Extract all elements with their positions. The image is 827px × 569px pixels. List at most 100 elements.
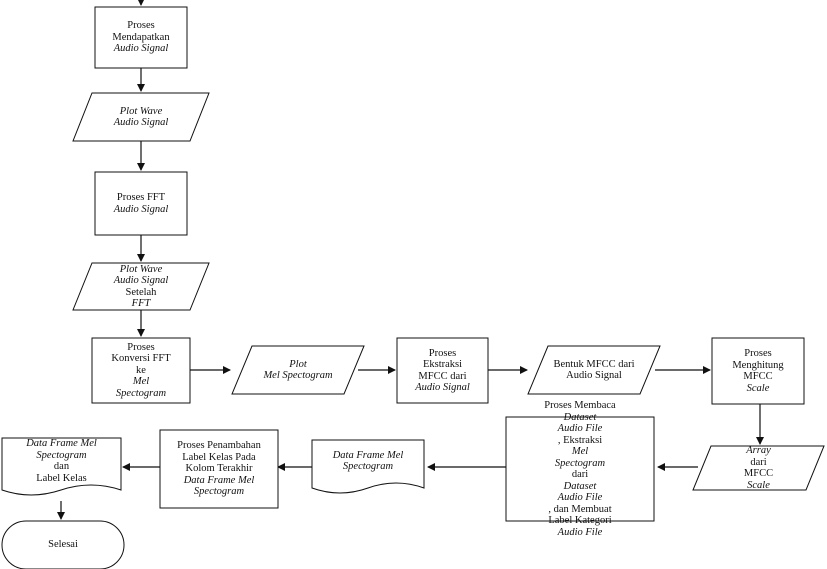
io-parallelogram-4 — [72, 262, 210, 311]
n8-line1: Bentuk MFCC dari — [553, 358, 635, 370]
n6-line2: Mel Spectogram — [263, 370, 333, 381]
document-data-frame-mel: Data Frame Mel Spectogram — [312, 440, 424, 482]
n5-line2: Konversi FFT — [111, 353, 171, 365]
process-extract-mfcc: Proses Ekstraksi MFCC dari Audio Signal — [397, 338, 488, 403]
document-shape-14 — [1, 437, 122, 496]
n11-line5a: Label Kategori — [548, 515, 612, 526]
n13-line4: Data Frame Mel — [183, 474, 255, 486]
process-box-5 — [91, 337, 191, 404]
n4-line1: Plot Wave — [119, 263, 163, 275]
n10-line1a: Array — [746, 445, 771, 456]
n2-line2: Audio Signal — [113, 117, 169, 128]
n1-line1: Proses — [127, 20, 155, 32]
n7-line1: Proses — [428, 347, 457, 359]
process-box-11 — [505, 416, 655, 522]
n11-line1b: Dataset — [563, 411, 597, 423]
terminator-selesai: Selesai — [2, 521, 124, 569]
process-read-dataset: Proses Membaca Dataset Audio File, Ekstr… — [506, 400, 654, 538]
n5-line3b: Mel — [132, 376, 150, 388]
n1-line2: Mendapatkan — [112, 31, 170, 43]
n10-line2a: MFCC — [743, 468, 774, 479]
n9-line3: MFCC Scale — [732, 371, 783, 394]
n14-line1: Data Frame Mel — [26, 438, 97, 449]
n7-line2: Ekstraksi — [422, 359, 463, 370]
n4-line2: Audio Signal — [113, 275, 169, 286]
n9-line3a: MFCC — [743, 371, 773, 382]
n3-line2: Audio Signal — [113, 203, 169, 215]
io-parallelogram-8 — [527, 345, 661, 395]
n11-line5: Label Kategori Audio File — [544, 515, 615, 538]
n12-line2: Spectogram — [342, 461, 394, 472]
io-parallelogram-10 — [692, 445, 825, 491]
process-convert-fft-to-mel: Proses Konversi FFT ke Mel Spectogram — [92, 338, 190, 403]
n5-line4: Spectogram — [115, 387, 167, 399]
n13-line5: Spectogram — [193, 486, 245, 498]
io-array-mfcc-scale: Array dari MFCC Scale — [702, 445, 815, 491]
n9-line1: Proses — [744, 348, 772, 359]
process-box-7 — [396, 337, 489, 404]
n11-line2a: Audio File — [557, 423, 603, 434]
n11-line3: Spectogram dari Dataset — [544, 458, 615, 493]
process-box-1 — [94, 6, 188, 69]
n15-label: Selesai — [48, 539, 78, 551]
process-box-3 — [94, 171, 188, 236]
io-plot-wave-audio-signal: Plot Wave Audio Signal — [82, 93, 200, 141]
process-compute-mfcc-scale: Proses Menghitung MFCC Scale — [712, 338, 804, 404]
n14-line2: Spectogram dan — [26, 450, 97, 473]
n9-line3b: Scale — [746, 382, 770, 394]
n8-line2: Audio Signal — [566, 370, 622, 381]
document-data-frame-with-label: Data Frame Mel Spectogram dan Label Kela… — [2, 438, 121, 484]
n14-line3: Label Kelas — [36, 472, 87, 484]
process-fft-audio-signal: Proses FFT Audio Signal — [95, 172, 187, 235]
n14-line2a: Spectogram — [36, 449, 87, 461]
n11-line3a: Spectogram — [554, 457, 606, 469]
n14-line2b: dan — [53, 461, 70, 472]
terminator-15 — [1, 520, 125, 569]
io-parallelogram-6 — [231, 345, 365, 395]
n11-line4b: , dan Membuat — [548, 503, 612, 515]
n2-line1: Plot Wave — [119, 105, 163, 117]
n11-line2: Audio File, Ekstraksi Mel — [544, 423, 615, 458]
io-plot-mel-spectogram: Plot Mel Spectogram — [242, 346, 354, 394]
n10-line1: Array dari — [744, 445, 773, 468]
io-plot-wave-after-fft: Plot Wave Audio Signal Setelah FFT — [82, 263, 200, 310]
n7-line4: Audio Signal — [415, 382, 470, 393]
n4-line3a: Setelah — [125, 286, 157, 298]
process-box-9 — [711, 337, 805, 405]
n5-line3: ke Mel — [111, 365, 170, 388]
n11-line5b: Audio File — [557, 526, 603, 538]
n4-line3: Setelah FFT — [114, 287, 169, 310]
n10-line1b: dari — [750, 456, 767, 468]
n12-line1: Data Frame Mel — [332, 449, 404, 461]
n9-line2: Menghitung — [732, 359, 784, 371]
n10-line2b: Scale — [747, 479, 770, 491]
io-mfcc-form: Bentuk MFCC dari Audio Signal — [538, 346, 650, 394]
n3-line1: Proses FFT — [116, 192, 166, 203]
io-parallelogram-2 — [72, 92, 210, 142]
n11-line4a: Audio File — [557, 492, 603, 503]
n11-line2b: , Ekstraksi — [557, 434, 603, 446]
n5-line1: Proses — [127, 341, 155, 353]
n5-line3a: ke — [136, 364, 146, 376]
n11-line1: Proses Membaca Dataset — [544, 400, 615, 423]
n11-line2c: Mel — [571, 446, 589, 457]
connectors — [57, 0, 764, 520]
n4-line3b: FFT — [131, 298, 151, 309]
process-get-audio-signal: Proses Mendapatkan Audio Signal — [95, 7, 187, 68]
n11-line1a: Proses Membaca — [544, 400, 616, 411]
document-shape-12 — [311, 439, 425, 494]
n13-line3: Kolom Terakhir — [185, 463, 253, 475]
shapes — [1, 6, 825, 569]
n6-line1: Plot — [289, 358, 307, 370]
n10-line2: MFCC Scale — [744, 468, 773, 491]
process-box-13 — [159, 429, 279, 509]
n11-line3c: Dataset — [563, 480, 597, 492]
n13-line1: Proses Penambahan — [177, 440, 261, 452]
n11-line4: Audio File, dan Membuat — [544, 492, 615, 515]
n13-line2: Label Kelas Pada — [182, 451, 256, 463]
n1-line3: Audio Signal — [113, 43, 169, 55]
process-add-class-label: Proses Penambahan Label Kelas Pada Kolom… — [160, 430, 278, 508]
n11-line3b: dari — [571, 469, 589, 480]
n7-line3: MFCC dari — [418, 370, 467, 382]
